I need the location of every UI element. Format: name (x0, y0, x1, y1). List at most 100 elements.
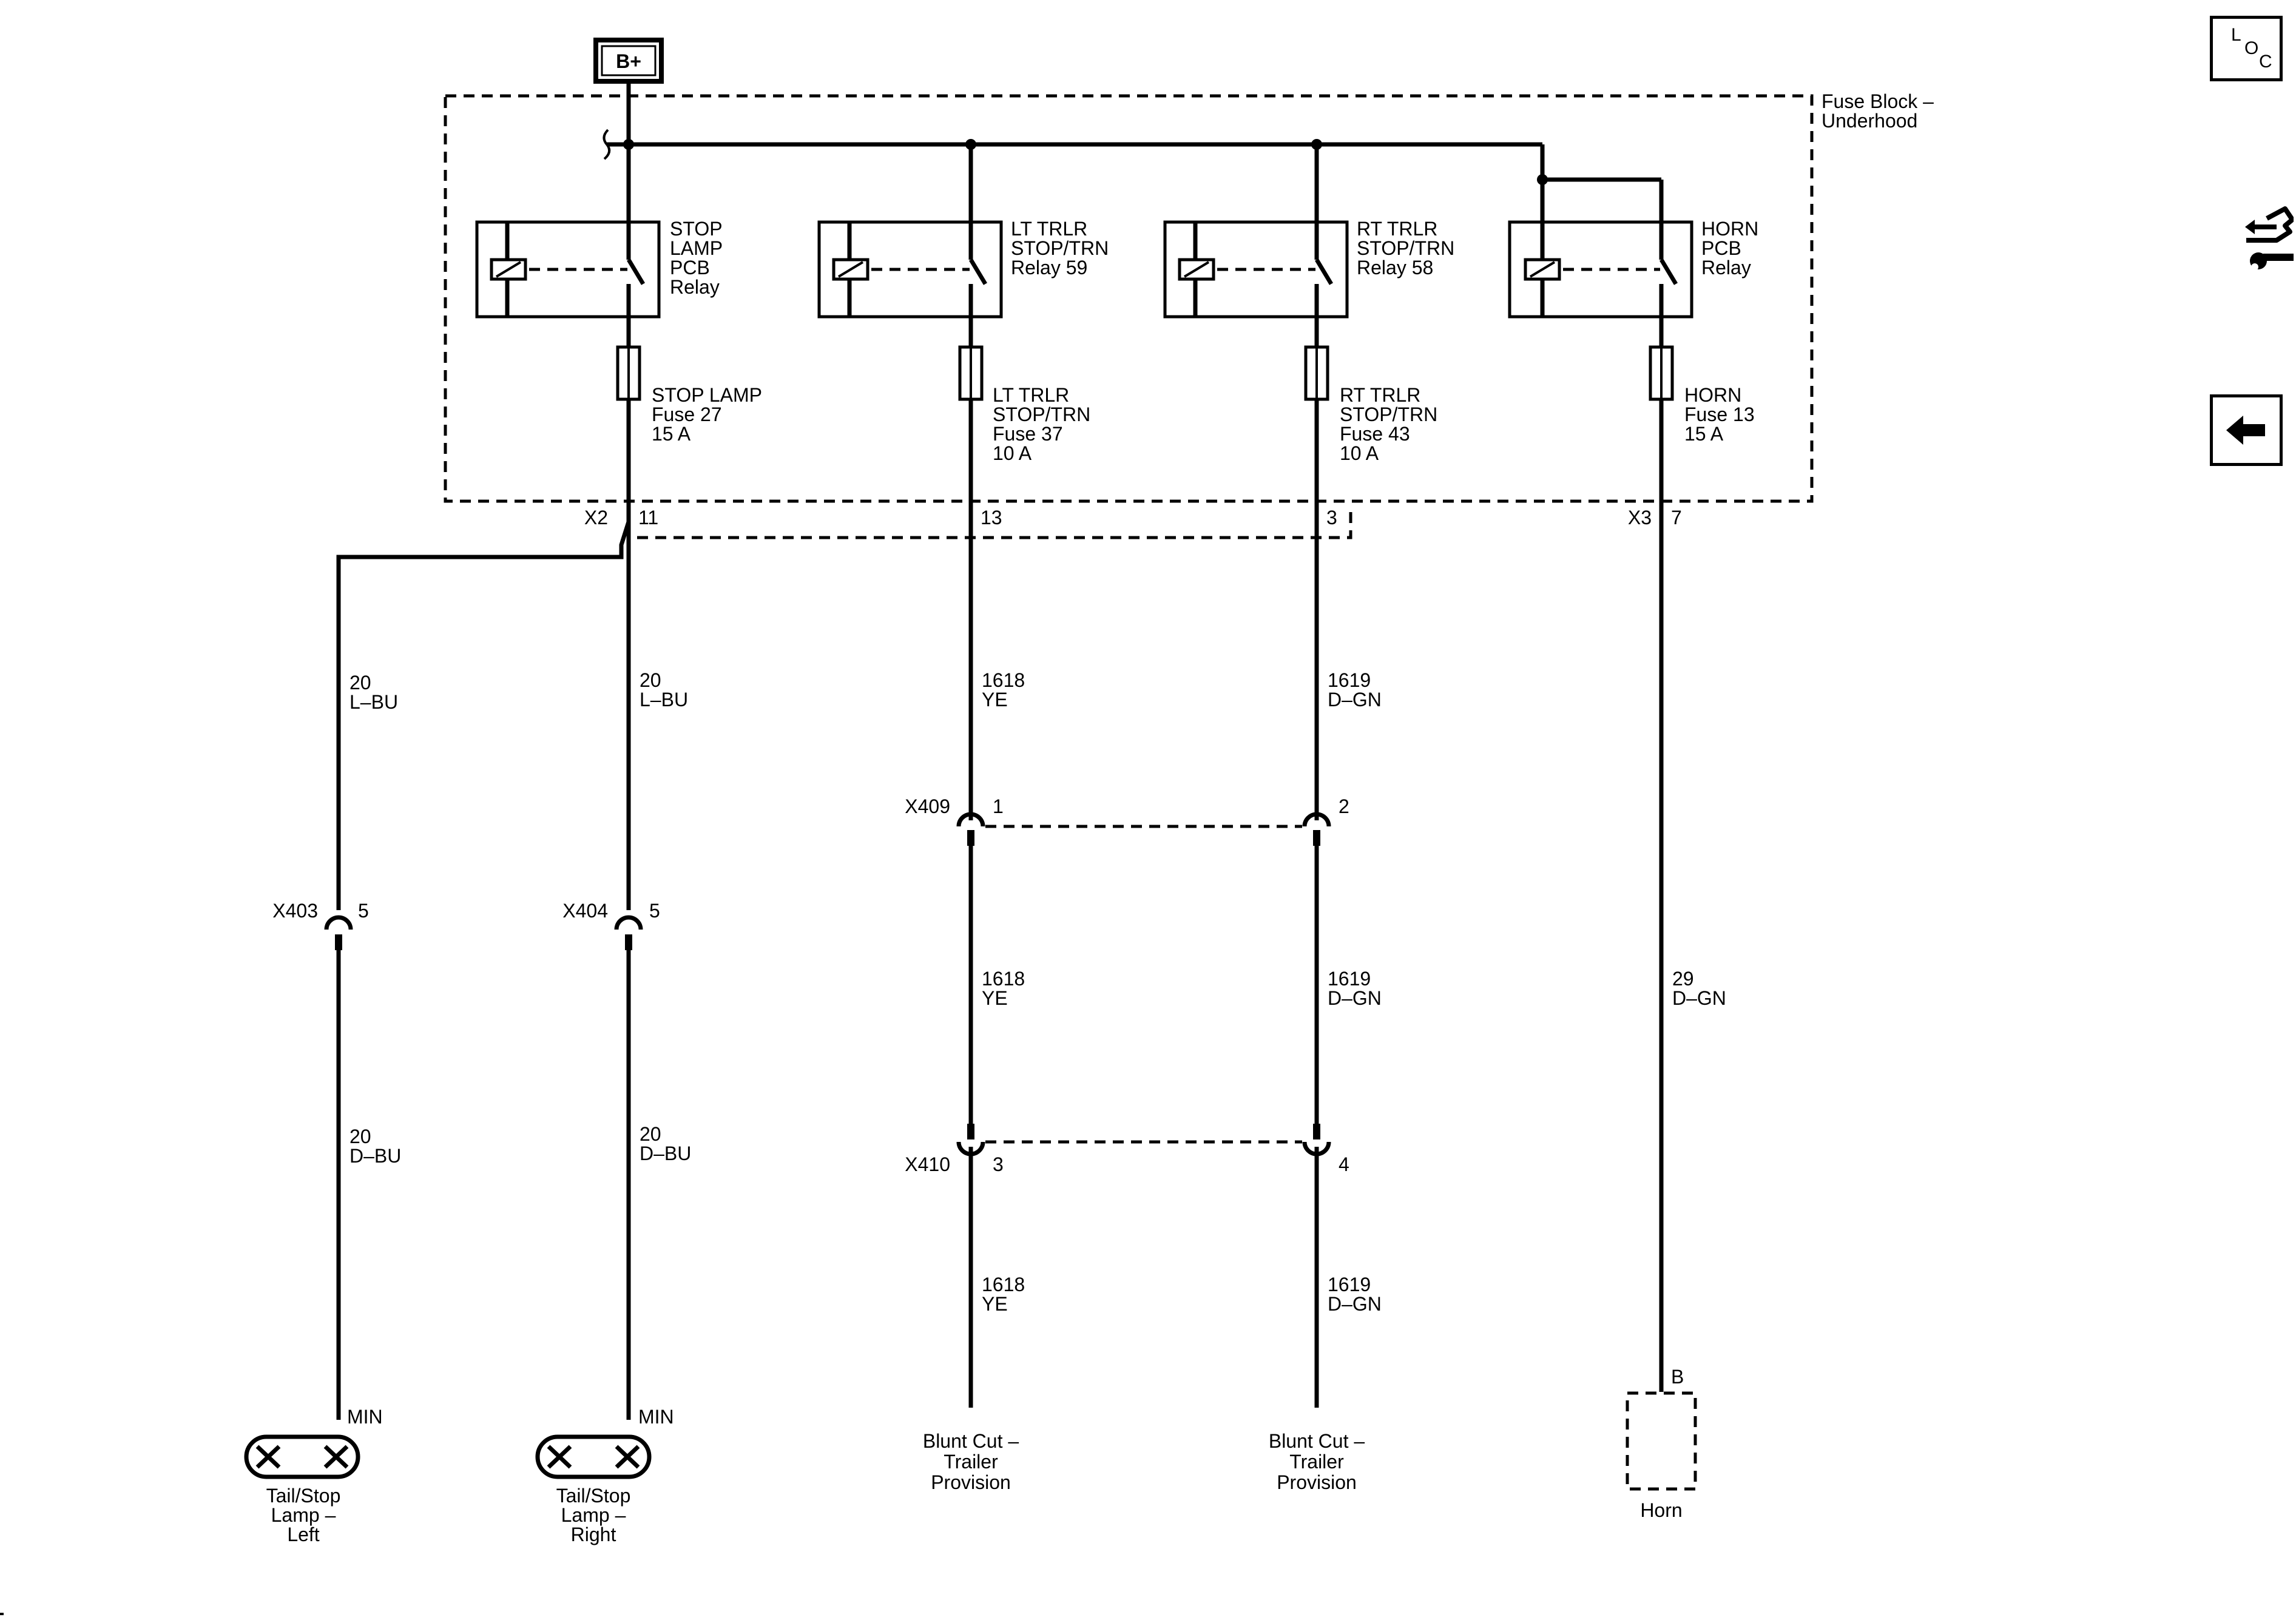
connector-x409: X409 1 2 (905, 795, 1349, 846)
relay-rt-trlr-stop-trn: RT TRLR STOP/TRN Relay 58 (1163, 218, 1454, 319)
component-label: Trailer (1289, 1451, 1344, 1473)
relay-label: LT TRLR (1011, 218, 1087, 240)
wire-number: 20 (640, 1123, 661, 1145)
connector-x404: X404 5 (562, 900, 660, 950)
wire-color: YE (982, 689, 1008, 711)
tail-stop-lamp-right: MIN Tail/Stop Lamp – Right (535, 1406, 674, 1545)
pin-number: 4 (1339, 1153, 1349, 1175)
relay-switch (1659, 258, 1678, 285)
wire-stop-lamp-left (336, 521, 631, 1420)
fuse-label: 10 A (1340, 442, 1379, 464)
horn: B Horn (1626, 1366, 1697, 1521)
fuse-horn: HORN Fuse 13 15 A (1649, 317, 1755, 501)
relay-label: Relay (670, 276, 720, 298)
relay-switch (1314, 258, 1334, 285)
fuse-label: Fuse 37 (993, 423, 1063, 445)
fuse-stop-lamp: STOP LAMP Fuse 27 15 A (616, 317, 762, 501)
component-label: Horn (1640, 1499, 1682, 1521)
component-label: Left (287, 1524, 319, 1545)
fuse-rt-trlr: RT TRLR STOP/TRN Fuse 43 10 A (1304, 317, 1437, 501)
blunt-cut-trailer-provision-left: Blunt Cut – Trailer Provision (923, 1430, 1019, 1493)
connector-name: X2 (584, 507, 608, 528)
wire-color: D–GN (1328, 987, 1382, 1009)
wire-number: 1619 (1328, 968, 1371, 990)
wire-number: 1619 (1328, 669, 1371, 691)
wire-color: D–GN (1328, 689, 1382, 711)
back-arrow-icon (2226, 416, 2265, 445)
connector-x410: X410 3 4 (905, 1124, 1349, 1175)
wire-number: 1618 (982, 669, 1025, 691)
pin-number: 2 (1339, 795, 1349, 817)
wire-color: L–BU (349, 691, 398, 713)
connector-tools-icon (2245, 206, 2295, 271)
fuse-label: STOP/TRN (993, 403, 1090, 425)
wire-color: D–GN (1328, 1293, 1382, 1315)
b-plus-bus (603, 81, 1664, 222)
wire-color: YE (982, 1293, 1008, 1315)
fuse-label: STOP/TRN (1340, 403, 1437, 425)
wire-number: 1619 (1328, 1274, 1371, 1295)
component-label: Lamp – (561, 1504, 626, 1526)
component-label: Tail/Stop (556, 1485, 631, 1507)
relay-label: HORN (1701, 218, 1758, 240)
relay-label: Relay 58 (1357, 257, 1433, 279)
wire-color: D–GN (1672, 987, 1726, 1009)
relay-lt-trlr-stop-trn: LT TRLR STOP/TRN Relay 59 (817, 218, 1109, 319)
power-label: B+ (616, 50, 641, 72)
pin-number: 1 (993, 795, 1004, 817)
relay-switch (968, 258, 988, 285)
pin-label: MIN (347, 1406, 383, 1428)
connector-name: X404 (562, 900, 608, 922)
fuse-label: Fuse 27 (652, 403, 722, 425)
connector-x2: X2 11 13 3 (584, 507, 1352, 539)
relay-label: STOP/TRN (1357, 237, 1454, 259)
relay-label: STOP/TRN (1011, 237, 1109, 259)
wire-number: 29 (1672, 968, 1694, 990)
relay-switch (626, 258, 646, 285)
relay-label: STOP (670, 218, 723, 240)
fuse-label: 15 A (652, 423, 691, 445)
wire-number: 20 (349, 672, 371, 694)
splice-dot (965, 139, 976, 150)
pin-label: B (1671, 1366, 1684, 1388)
blunt-cut-trailer-provision-right: Blunt Cut – Trailer Provision (1269, 1430, 1365, 1493)
relay-label: Relay (1701, 257, 1751, 279)
connector-name: X3 (1628, 507, 1652, 528)
splice-dot (623, 139, 634, 150)
fuse-label: Fuse 13 (1684, 403, 1755, 425)
wire-color: D–BU (349, 1145, 401, 1167)
fuse-label: STOP LAMP (652, 384, 762, 406)
component-label: Tail/Stop (266, 1485, 341, 1507)
component-label: Trailer (944, 1451, 998, 1473)
fuse-label: HORN (1684, 384, 1741, 406)
pin-number: 13 (981, 507, 1002, 528)
wire-number: 20 (640, 669, 661, 691)
wire-color: YE (982, 987, 1008, 1009)
wire-number: 1618 (982, 1274, 1025, 1295)
location-icon-o: O (2244, 38, 2259, 58)
fuse-label: LT TRLR (993, 384, 1069, 406)
relay-stop-lamp-pcb: STOP LAMP PCB Relay (475, 218, 723, 319)
wire-color: D–BU (640, 1143, 691, 1164)
tail-stop-lamp-left: MIN Tail/Stop Lamp – Left (244, 1406, 383, 1545)
pin-number: 3 (1326, 507, 1337, 528)
component-label: Provision (1277, 1471, 1357, 1493)
pin-label: MIN (638, 1406, 674, 1428)
component-label: Provision (931, 1471, 1011, 1493)
component-label: Blunt Cut – (923, 1430, 1019, 1452)
battery-positive-source: B+ (593, 38, 664, 84)
connector-name: X409 (905, 795, 950, 817)
connector-name: X403 (272, 900, 318, 922)
fuse-label: RT TRLR (1340, 384, 1420, 406)
splice-dot (1537, 174, 1548, 185)
location-icon-c: C (2259, 52, 2272, 72)
location-button[interactable]: L O C (2210, 16, 2283, 81)
relay-label: LAMP (670, 237, 723, 259)
pin-number: 3 (993, 1153, 1004, 1175)
back-button[interactable] (2210, 394, 2283, 466)
fuse-label: 15 A (1684, 423, 1724, 445)
relay-label: RT TRLR (1357, 218, 1437, 240)
connector-tools-button[interactable] (2245, 206, 2295, 273)
relay-label: PCB (670, 257, 710, 279)
